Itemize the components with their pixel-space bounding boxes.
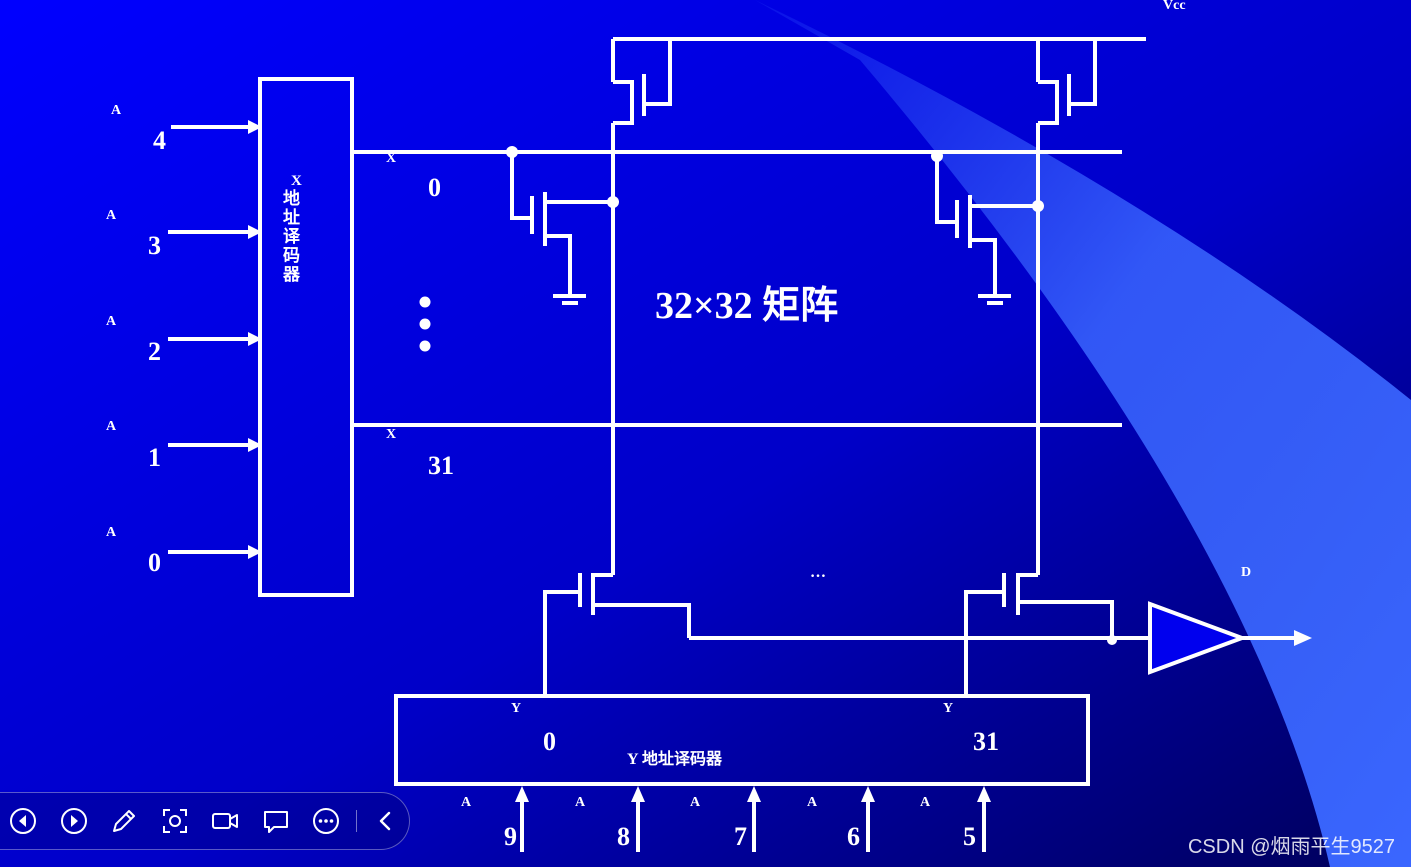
pen-button[interactable] <box>101 797 148 845</box>
address-input-subscript: 0 <box>148 548 161 577</box>
y-decoder-box <box>394 694 1090 786</box>
output-label: D <box>1241 565 1251 580</box>
address-input-subscript: 1 <box>148 443 161 472</box>
row-line-letter: X <box>386 151 396 166</box>
x-decoder-char: 器 <box>282 265 301 284</box>
x-decoder-char: 地 <box>283 188 300 208</box>
record-button[interactable] <box>202 797 249 845</box>
output-buffer <box>1148 601 1248 675</box>
address-input-letter: A <box>106 208 117 223</box>
decorative-beam <box>755 0 1411 867</box>
address-input-subscript: 8 <box>617 822 630 851</box>
address-input-letter: A <box>807 795 818 810</box>
address-input-subscript: 3 <box>148 231 161 260</box>
row-line-letter: X <box>386 427 396 442</box>
x-decoder-title: X <box>291 173 302 189</box>
address-input-subscript: 4 <box>153 126 166 155</box>
y-output-letter: Y <box>943 701 953 716</box>
x-decoder-char: 址 <box>283 208 300 227</box>
x-decoder-box <box>258 77 354 597</box>
x-decoder-char: 码 <box>283 246 300 265</box>
comment-button[interactable] <box>253 797 300 845</box>
row-line-subscript: 31 <box>428 451 454 480</box>
next-button[interactable] <box>51 797 98 845</box>
address-input-letter: A <box>690 795 701 810</box>
address-input-letter: A <box>920 795 931 810</box>
column-ellipsis: … <box>810 564 826 581</box>
y-decoder-label: Y 地址译码器 <box>627 749 723 768</box>
junction-dots <box>506 146 1117 645</box>
address-input-letter: A <box>106 419 117 434</box>
address-input-letter: A <box>111 103 122 118</box>
address-input-letter: A <box>461 795 472 810</box>
screenshot-icon <box>162 809 187 833</box>
row-ellipsis-dots <box>419 296 431 352</box>
arrow-heads <box>248 120 1312 802</box>
collapse-toolbar-button[interactable] <box>362 797 409 845</box>
address-input-letter: A <box>106 525 117 540</box>
screenshot-button[interactable] <box>152 797 199 845</box>
next-icon <box>60 808 87 834</box>
toolbar-separator <box>355 810 357 832</box>
address-input-subscript: 9 <box>504 822 517 851</box>
y-output-subscript: 0 <box>543 727 556 756</box>
more-button[interactable] <box>303 797 350 845</box>
collapse-icon <box>379 811 390 831</box>
y-output-subscript: 31 <box>973 727 999 756</box>
prev-icon <box>10 808 37 834</box>
comment-icon <box>263 811 288 833</box>
matrix-label: 32×32 矩阵 <box>655 285 838 327</box>
pen-icon <box>113 810 136 832</box>
presentation-toolbar <box>0 792 410 850</box>
address-input-subscript: 7 <box>734 822 747 851</box>
address-input-subscript: 2 <box>148 337 161 366</box>
x-decoder-char: 译 <box>283 227 301 246</box>
circuit-lines <box>168 37 1298 852</box>
more-icon <box>313 808 340 834</box>
y-output-letter: Y <box>511 701 521 716</box>
prev-button[interactable] <box>0 797 47 845</box>
camera-icon <box>212 813 239 829</box>
address-input-letter: A <box>575 795 586 810</box>
address-input-subscript: 5 <box>963 822 976 851</box>
row-line-subscript: 0 <box>428 173 441 202</box>
watermark: CSDN @烟雨平生9527 <box>1187 836 1395 858</box>
address-input-subscript: 6 <box>847 822 860 851</box>
address-input-letter: A <box>106 314 117 329</box>
vcc-label: Vcc <box>1163 0 1186 13</box>
